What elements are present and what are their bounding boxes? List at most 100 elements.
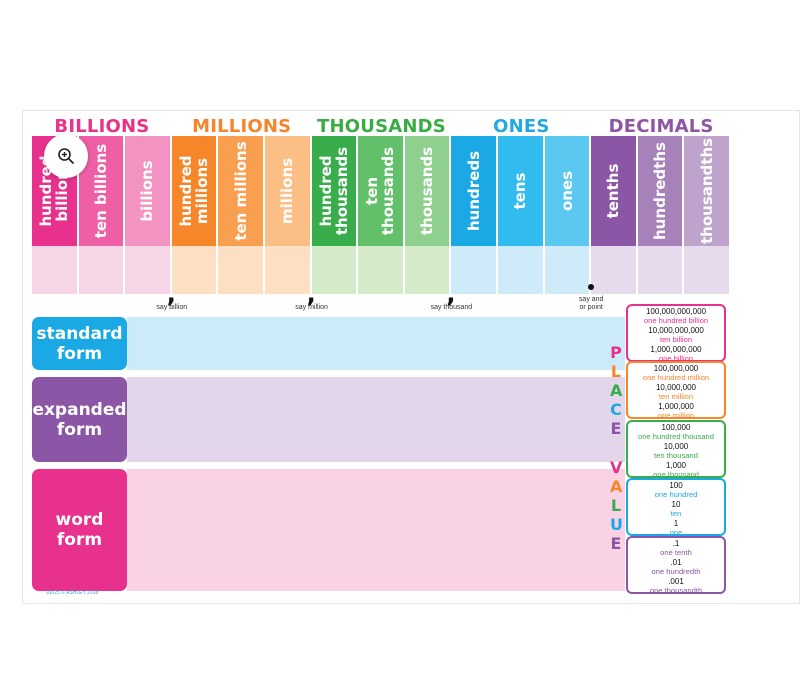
digit-cell[interactable] <box>358 246 405 294</box>
digit-cell[interactable] <box>311 246 359 294</box>
digit-cell[interactable] <box>404 246 452 294</box>
place-value-letter: V <box>610 458 623 477</box>
place-value-word: one hundred million <box>642 373 710 383</box>
place-value-number: 10 <box>671 499 681 509</box>
group-header: BILLIONS <box>54 116 150 137</box>
place-value-number: 1,000,000 <box>658 401 694 411</box>
place-value-letter: A <box>610 477 623 496</box>
form-label: word form <box>32 469 127 591</box>
place-value-number: 100,000,000,000 <box>645 307 707 316</box>
comma-mark: , <box>306 280 316 308</box>
separator-say-label: say thousand <box>430 304 473 311</box>
digit-cell[interactable] <box>125 246 172 294</box>
place-value-letter: A <box>610 381 623 400</box>
place-value-word: one billion <box>658 354 694 364</box>
place-value-letter: U <box>610 515 623 534</box>
place-value-word: one tenth <box>660 548 692 558</box>
digit-cell[interactable] <box>218 246 265 294</box>
comma-mark: , <box>446 280 456 308</box>
place-value-word: ten <box>670 509 682 519</box>
column-header: hundred thousands <box>311 136 359 246</box>
place-value-word: ten thousand <box>654 451 698 461</box>
column-header-label: ten billions <box>91 143 110 239</box>
place-value-word: ten million <box>658 392 694 402</box>
footer-copyright: 91025 © ASHLEY 2018 <box>46 590 99 596</box>
form-write-area[interactable] <box>127 377 625 462</box>
column-header-label: ten thousands <box>363 146 398 236</box>
place-value-word: ten billion <box>659 335 693 345</box>
column-header-label: ones <box>557 170 576 212</box>
place-value-letter: C <box>610 400 622 419</box>
digit-cell[interactable] <box>498 246 545 294</box>
place-value-number: 100,000 <box>661 423 691 432</box>
zoom-button[interactable] <box>44 134 88 178</box>
column-header-label: tens <box>511 172 530 210</box>
form-write-area[interactable] <box>127 317 625 370</box>
place-value-word: one million <box>657 411 695 421</box>
column-header: tenths <box>591 136 638 246</box>
group-header: ONES <box>493 116 550 137</box>
column-header-label: tenths <box>604 163 623 219</box>
place-value-number: .1 <box>672 539 680 548</box>
group-header: DECIMALS <box>608 116 714 137</box>
digit-cell[interactable] <box>265 246 312 294</box>
form-write-area[interactable] <box>127 469 625 591</box>
digit-cell[interactable] <box>544 246 592 294</box>
column-header: hundreds <box>451 136 498 246</box>
place-value-word: one thousandth <box>649 586 703 596</box>
place-value-word: one thousand <box>652 470 700 480</box>
place-value-number: 10,000,000 <box>655 382 697 392</box>
zoom-in-icon <box>58 148 74 164</box>
place-value-number: 100 <box>669 481 683 490</box>
column-header: ones <box>544 136 592 246</box>
comma-mark: , <box>166 280 176 308</box>
column-header: hundredths <box>637 136 685 246</box>
place-value-letter: E <box>610 419 622 438</box>
place-value-letter: L <box>610 496 622 515</box>
column-header: thousands <box>404 136 452 246</box>
place-value-number: 10,000 <box>663 441 689 451</box>
place-value-word: one hundredth <box>651 567 701 577</box>
column-header-label: millions <box>278 157 297 225</box>
place-value-word: one <box>669 528 683 538</box>
digit-cell[interactable] <box>78 246 126 294</box>
column-header-label: hundred millions <box>177 155 212 227</box>
digit-cell[interactable] <box>171 246 219 294</box>
place-value-number: .01 <box>670 557 682 567</box>
digit-cell[interactable] <box>637 246 685 294</box>
column-header-label: billions <box>138 160 157 222</box>
group-header: MILLIONS <box>192 116 292 137</box>
separator-say-label: say million <box>295 304 328 311</box>
digit-cell[interactable] <box>591 246 638 294</box>
separator-say-label: say and or point <box>578 296 604 311</box>
column-header: millions <box>265 136 312 246</box>
column-header-label: hundreds <box>464 151 483 232</box>
column-header: ten thousands <box>358 136 405 246</box>
column-header: ten millions <box>218 136 265 246</box>
place-value-word: one hundred billion <box>643 316 709 326</box>
place-value-number: 100,000,000 <box>653 364 699 373</box>
group-header: THOUSANDS <box>317 116 446 137</box>
digit-cell[interactable] <box>32 246 79 294</box>
place-value-number: 10,000,000,000 <box>648 325 704 335</box>
place-value-number: 1,000 <box>665 460 687 470</box>
digit-cell[interactable] <box>451 246 498 294</box>
column-header-label: hundred thousands <box>316 146 351 236</box>
separator-say-label: say billion <box>156 304 188 311</box>
digit-cell[interactable] <box>684 246 731 294</box>
column-header-label: thousands <box>418 146 437 236</box>
place-value-word: one hundred <box>654 490 698 500</box>
place-value-letter: P <box>610 343 622 362</box>
place-value-word: one hundred thousand <box>637 432 714 442</box>
form-label: standard form <box>32 317 127 370</box>
form-label: expanded form <box>32 377 127 462</box>
place-value-number: 1,000,000,000 <box>650 344 702 354</box>
column-header: thousandths <box>684 136 731 246</box>
decimal-point-mark <box>588 284 595 290</box>
place-value-letter: L <box>610 362 622 381</box>
